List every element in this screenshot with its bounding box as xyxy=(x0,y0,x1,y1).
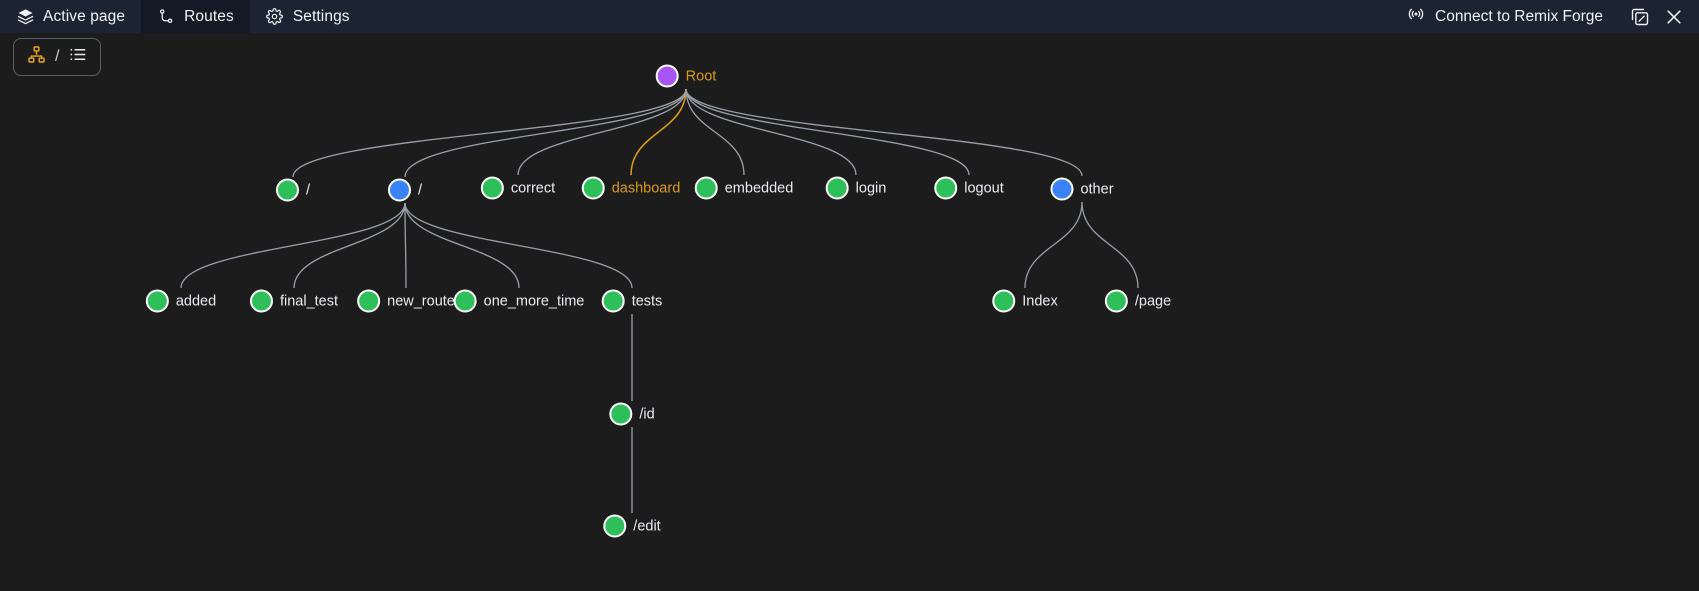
tab-routes-label: Routes xyxy=(184,7,234,25)
route-node-logout[interactable]: logout xyxy=(934,176,1004,200)
route-edge-other-to-page xyxy=(1081,201,1139,289)
route-node-dashboard[interactable]: dashboard xyxy=(581,176,681,200)
route-node-label: one_more_time xyxy=(483,293,585,309)
route-node-index[interactable]: Index xyxy=(992,289,1058,313)
route-node-label: / xyxy=(305,182,311,198)
tab-active-page-label: Active page xyxy=(43,7,126,25)
route-node-dot xyxy=(655,64,679,88)
route-edge-slash-b-to-added xyxy=(180,202,406,289)
titlebar-spacer xyxy=(366,0,1393,33)
tree-view-icon[interactable] xyxy=(27,45,46,69)
route-node-dot xyxy=(453,289,477,313)
route-edge-root-to-dashboard xyxy=(630,88,687,176)
route-node-label: added xyxy=(175,293,217,309)
route-node-id[interactable]: /id xyxy=(609,402,655,426)
route-node-one_more_time[interactable]: one_more_time xyxy=(453,289,585,313)
route-node-new_route[interactable]: new_route xyxy=(357,289,455,313)
route-node-dot xyxy=(694,176,718,200)
route-node-dot xyxy=(609,402,633,426)
route-node-other[interactable]: other xyxy=(1050,177,1114,201)
layers-icon xyxy=(16,8,34,26)
route-edge-slash-b-to-tests xyxy=(404,202,633,289)
route-node-label: Index xyxy=(1022,293,1058,309)
route-node-dot xyxy=(992,289,1016,313)
window-buttons xyxy=(1617,0,1699,33)
gear-icon xyxy=(266,8,284,26)
route-node-page[interactable]: /page xyxy=(1104,289,1172,313)
route-node-dot xyxy=(480,176,504,200)
route-node-login[interactable]: login xyxy=(825,176,887,200)
route-node-label: embedded xyxy=(724,180,794,196)
route-icon xyxy=(157,8,175,26)
route-node-dot xyxy=(249,289,273,313)
tab-active-page[interactable]: Active page xyxy=(0,0,142,33)
route-node-label: / xyxy=(417,182,423,198)
route-tree-graph[interactable]: Root / / correct dashboard embedded login logou… xyxy=(0,33,1699,591)
route-edge-root-to-logout xyxy=(685,88,970,176)
connect-label: Connect to Remix Forge xyxy=(1435,7,1603,25)
route-node-slash-b[interactable]: / xyxy=(387,178,423,202)
route-node-dot xyxy=(357,289,381,313)
view-mode-toggle[interactable]: / xyxy=(13,38,102,76)
route-node-dot xyxy=(601,289,625,313)
connect-to-remix-forge-button[interactable]: Connect to Remix Forge xyxy=(1393,0,1617,33)
route-edge-other-to-index xyxy=(1024,201,1083,289)
route-node-dot xyxy=(1104,289,1128,313)
route-node-final_test[interactable]: final_test xyxy=(249,289,339,313)
route-node-label: new_route xyxy=(387,293,455,309)
route-edge-slash-b-to-new_route xyxy=(404,202,407,289)
route-node-tests[interactable]: tests xyxy=(601,289,663,313)
route-node-dot xyxy=(934,176,958,200)
route-node-dot xyxy=(825,176,849,200)
tab-routes[interactable]: Routes xyxy=(141,0,250,33)
route-edge-root-to-correct xyxy=(517,88,687,176)
open-in-new-window-icon[interactable] xyxy=(1625,0,1655,33)
route-node-label: login xyxy=(855,180,887,196)
route-node-label: other xyxy=(1080,181,1114,197)
route-edge-root-to-other xyxy=(685,88,1083,177)
route-edge-slash-b-to-one_more_time xyxy=(404,202,520,289)
route-edge-slash-b-to-final_test xyxy=(293,202,406,289)
route-node-dot xyxy=(1050,177,1074,201)
toggle-separator: / xyxy=(55,48,60,65)
route-node-dot xyxy=(275,178,299,202)
route-node-embedded[interactable]: embedded xyxy=(694,176,794,200)
route-node-dot xyxy=(387,178,411,202)
route-node-dot xyxy=(581,176,605,200)
route-node-slash-a[interactable]: / xyxy=(275,178,311,202)
route-node-dot xyxy=(145,289,169,313)
route-node-label: logout xyxy=(964,180,1004,196)
route-edge-root-to-slash-a xyxy=(292,88,687,178)
toolbar: / xyxy=(13,38,102,76)
tab-settings-label: Settings xyxy=(292,7,350,25)
tab-settings[interactable]: Settings xyxy=(249,0,366,33)
route-edge-root-to-login xyxy=(685,88,857,176)
route-node-label: tests xyxy=(631,293,663,309)
route-node-added[interactable]: added xyxy=(145,289,217,313)
route-node-label: /page xyxy=(1134,293,1172,309)
titlebar: Active page Routes xyxy=(0,0,1699,33)
route-node-label: Root xyxy=(685,68,717,84)
route-node-label: /edit xyxy=(633,518,661,534)
route-node-label: correct xyxy=(510,180,556,196)
route-node-edit[interactable]: /edit xyxy=(603,514,661,538)
route-node-label: /id xyxy=(639,406,655,422)
tab-bar: Active page Routes xyxy=(0,0,366,33)
route-edge-root-to-embedded xyxy=(685,88,745,176)
route-edge-root-to-slash-b xyxy=(404,88,687,178)
list-view-icon[interactable] xyxy=(68,45,87,69)
route-node-label: dashboard xyxy=(611,180,681,196)
route-node-label: final_test xyxy=(279,293,339,309)
route-node-root[interactable]: Root xyxy=(655,64,717,88)
broadcast-icon xyxy=(1407,5,1425,28)
route-node-dot xyxy=(603,514,627,538)
close-icon[interactable] xyxy=(1659,0,1689,33)
route-node-correct[interactable]: correct xyxy=(480,176,556,200)
